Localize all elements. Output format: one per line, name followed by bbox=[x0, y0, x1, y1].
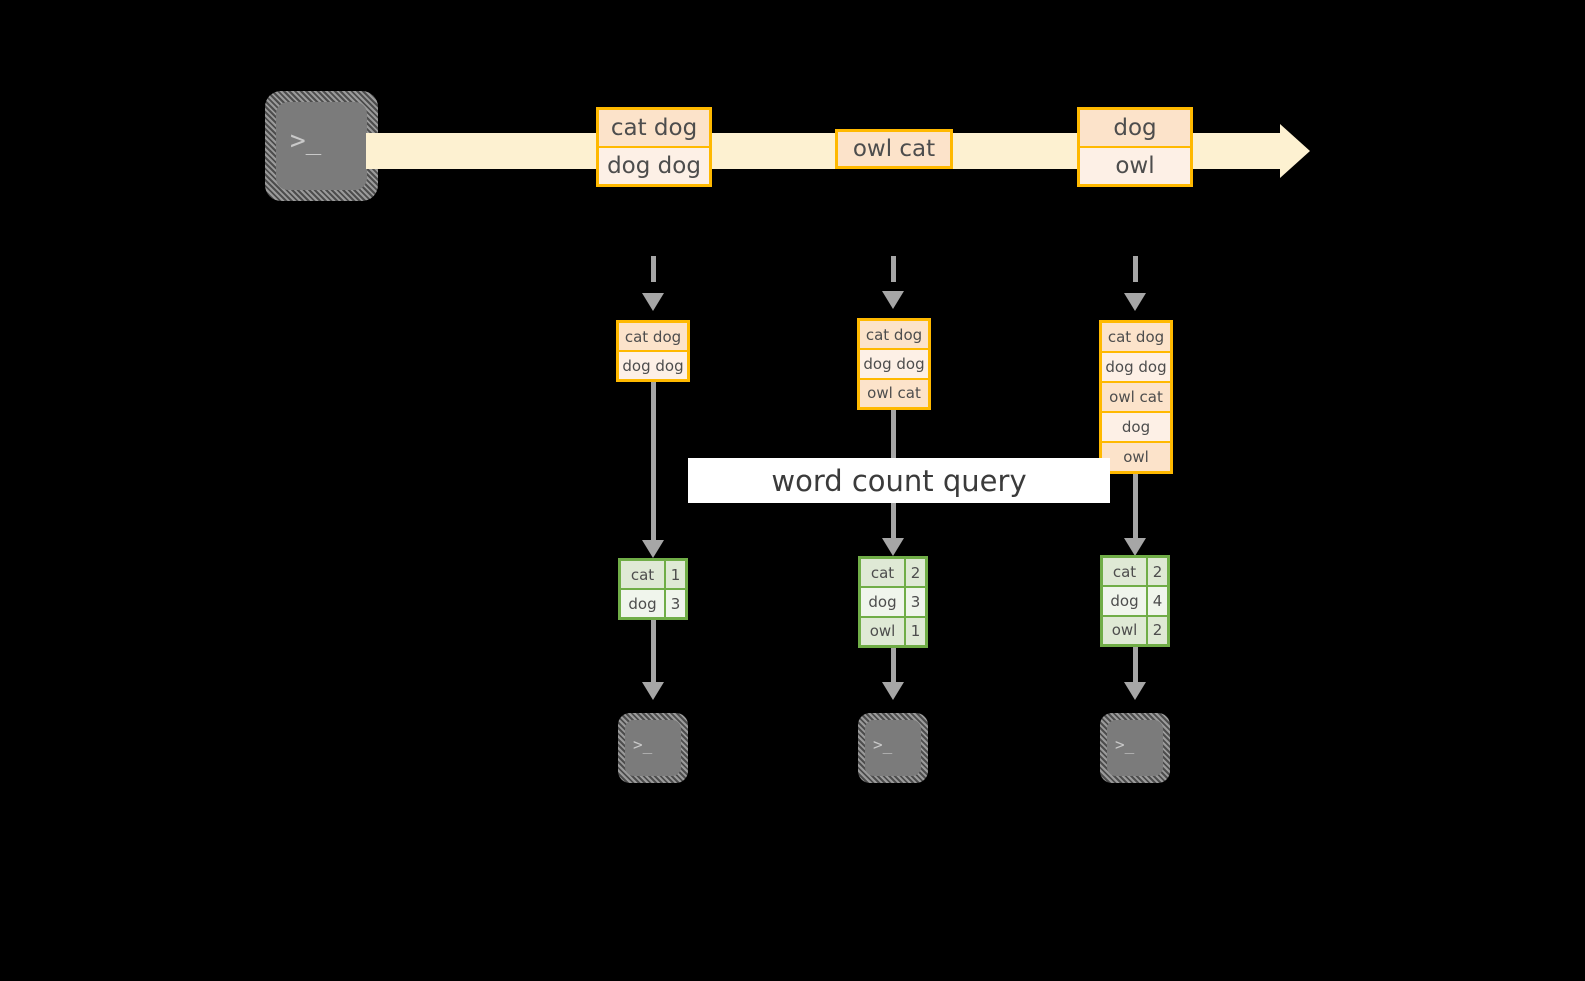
input-line: cat dog bbox=[1102, 323, 1170, 351]
result-count: 4 bbox=[1148, 587, 1167, 615]
table-row: cat 2 bbox=[861, 559, 925, 587]
input-line: owl cat bbox=[1102, 381, 1170, 411]
snapshot-3-tap-line bbox=[1133, 256, 1138, 298]
result-count: 2 bbox=[1148, 558, 1167, 586]
input-line: owl bbox=[1102, 441, 1170, 471]
stream-record-group-3: dog owl bbox=[1077, 107, 1193, 187]
table-row: owl 2 bbox=[1103, 614, 1167, 644]
input-line: dog dog bbox=[860, 348, 928, 378]
result-count: 1 bbox=[666, 561, 685, 588]
result-word: cat bbox=[861, 559, 906, 587]
result-count: 3 bbox=[906, 588, 925, 616]
snapshot-2-result-table: cat 2 dog 3 owl 1 bbox=[858, 556, 928, 648]
query-banner: word count query bbox=[688, 458, 1110, 503]
input-line: dog dog bbox=[619, 350, 687, 379]
source-terminal-icon: >_ bbox=[276, 102, 367, 190]
result-count: 3 bbox=[666, 590, 685, 617]
record-line: owl bbox=[1080, 146, 1190, 184]
input-line: dog dog bbox=[1102, 351, 1170, 381]
stream-record-group-2: owl cat bbox=[835, 129, 953, 169]
snapshot-1-sink-arrowhead-icon bbox=[642, 682, 664, 700]
snapshot-2-sink-terminal-icon: >_ bbox=[865, 720, 921, 776]
result-count: 1 bbox=[906, 617, 925, 645]
snapshot-3-sink-line bbox=[1133, 647, 1138, 688]
result-word: dog bbox=[861, 588, 906, 616]
table-row: cat 2 bbox=[1103, 558, 1167, 586]
snapshot-1-sink-line bbox=[651, 620, 656, 688]
snapshot-2-tap-arrowhead-icon bbox=[882, 291, 904, 309]
table-row: cat 1 bbox=[621, 561, 685, 588]
terminal-prompt-glyph: >_ bbox=[290, 126, 322, 156]
snapshot-2-tap-line bbox=[891, 256, 896, 298]
result-word: dog bbox=[621, 590, 666, 617]
snapshot-1-query-line bbox=[651, 382, 656, 547]
snapshot-2-sink-line bbox=[891, 648, 896, 688]
table-row: dog 3 bbox=[861, 586, 925, 616]
terminal-prompt-glyph: >_ bbox=[633, 735, 653, 754]
snapshot-2-input-box: cat dog dog dog owl cat bbox=[857, 318, 931, 410]
snapshot-2-query-arrowhead-icon bbox=[882, 538, 904, 556]
snapshot-1-sink-terminal-icon: >_ bbox=[625, 720, 681, 776]
table-row: owl 1 bbox=[861, 615, 925, 645]
result-word: owl bbox=[861, 617, 906, 645]
result-word: cat bbox=[1103, 558, 1148, 586]
result-count: 2 bbox=[906, 559, 925, 587]
snapshot-1-result-table: cat 1 dog 3 bbox=[618, 558, 688, 620]
snapshot-1-input-box: cat dog dog dog bbox=[616, 320, 690, 382]
result-count: 2 bbox=[1148, 616, 1167, 644]
terminal-prompt-glyph: >_ bbox=[1115, 735, 1135, 754]
result-word: dog bbox=[1103, 587, 1148, 615]
snapshot-3-result-table: cat 2 dog 4 owl 2 bbox=[1100, 555, 1170, 647]
query-banner-label: word count query bbox=[771, 463, 1027, 498]
table-row: dog 4 bbox=[1103, 585, 1167, 615]
snapshot-2-sink-arrowhead-icon bbox=[882, 682, 904, 700]
terminal-prompt-glyph: >_ bbox=[873, 735, 893, 754]
snapshot-1-query-arrowhead-icon bbox=[642, 540, 664, 558]
input-line: owl cat bbox=[860, 377, 928, 407]
input-line: dog bbox=[1102, 411, 1170, 441]
input-line: cat dog bbox=[860, 321, 928, 349]
snapshot-3-input-box: cat dog dog dog owl cat dog owl bbox=[1099, 320, 1173, 474]
record-line: cat dog bbox=[599, 110, 709, 146]
record-line: dog dog bbox=[599, 146, 709, 184]
snapshot-3-tap-arrowhead-icon bbox=[1124, 293, 1146, 311]
input-line: cat dog bbox=[619, 323, 687, 350]
snapshot-3-sink-arrowhead-icon bbox=[1124, 682, 1146, 700]
snapshot-1-tap-line bbox=[651, 256, 656, 298]
result-word: owl bbox=[1103, 616, 1148, 644]
record-line: owl cat bbox=[838, 132, 950, 166]
snapshot-1-tap-arrowhead-icon bbox=[642, 293, 664, 311]
stream-record-group-1: cat dog dog dog bbox=[596, 107, 712, 187]
snapshot-3-query-arrowhead-icon bbox=[1124, 538, 1146, 556]
snapshot-3-sink-terminal-icon: >_ bbox=[1107, 720, 1163, 776]
result-word: cat bbox=[621, 561, 666, 588]
snapshot-3-query-line bbox=[1133, 474, 1138, 545]
stream-arrowhead-icon bbox=[1280, 124, 1310, 178]
record-line: dog bbox=[1080, 110, 1190, 146]
table-row: dog 3 bbox=[621, 588, 685, 617]
